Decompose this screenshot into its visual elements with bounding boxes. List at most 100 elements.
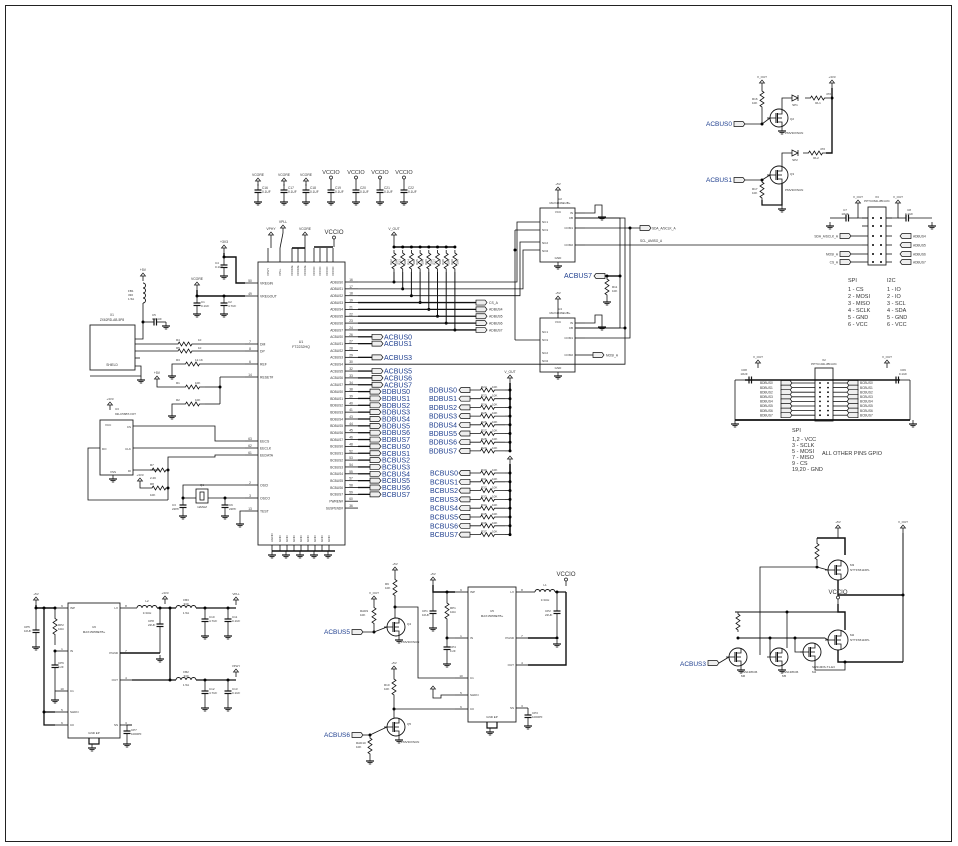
net-flag — [639, 225, 652, 231]
junction-dot — [392, 245, 396, 249]
ground-icon — [220, 272, 228, 280]
ground-icon — [32, 643, 40, 651]
net-flag-icon — [458, 505, 471, 512]
net-label-acbus5: ACBUS5 — [324, 629, 350, 636]
rail-label: +3V3 — [828, 75, 835, 79]
net-label: BDBUS3 — [429, 414, 457, 421]
cap-value: 0.01UF — [152, 317, 162, 321]
cap-ref: CP7 — [131, 728, 137, 732]
cap-ref: C21 — [384, 186, 390, 190]
pin-name: BDBUS1 — [330, 397, 343, 401]
connector-ref: X3 — [875, 195, 879, 199]
pin-name: ADBUS3 — [330, 301, 343, 305]
capacitor-icon — [280, 184, 288, 198]
transistor-part: NTTFS5116PL — [850, 568, 870, 572]
net-flag — [839, 251, 852, 257]
power-rail-icon — [301, 231, 309, 240]
wire — [394, 730, 400, 736]
pin-name: C0 — [470, 707, 474, 711]
ground-icon — [554, 372, 562, 380]
net-flag-icon — [371, 340, 384, 347]
resistor-value: 10K — [429, 259, 433, 264]
resistor-value: 10K — [752, 191, 757, 195]
ground-icon — [168, 412, 176, 420]
net-flag-icon — [458, 404, 471, 411]
rail-label: +3V3 — [220, 240, 228, 244]
pin-name: GND — [285, 535, 289, 543]
net-flag — [780, 412, 793, 419]
net-flag-icon — [458, 531, 471, 538]
net-flag — [458, 505, 471, 512]
pin-name: IN — [70, 649, 73, 653]
resistor-ref: R4 — [176, 338, 180, 342]
power-rail-icon — [854, 199, 862, 208]
cap-value: 22PF — [172, 507, 179, 511]
net-label-adbus7: ADBUS7 — [489, 328, 503, 332]
net-label-mosi: MOSI_A — [606, 354, 619, 358]
resistor-value: 10K — [438, 259, 442, 264]
pin-number: 16 — [349, 278, 353, 282]
pin-number: 36 — [349, 504, 353, 508]
net-flag-icon — [458, 478, 471, 485]
resistor-zigzag — [814, 538, 820, 565]
pin-name: SHDN — [70, 710, 79, 714]
pin-icon — [872, 261, 874, 263]
pin-number: 30 — [349, 360, 353, 364]
wire — [836, 630, 842, 637]
pin-name: BCBUS2 — [330, 458, 343, 462]
inductor-icon — [534, 589, 556, 593]
legend-item: 6 - VCC — [848, 322, 868, 328]
rail-label: VPLL — [232, 592, 240, 596]
pin-name: GND — [555, 366, 563, 370]
net-flag-icon — [458, 430, 471, 437]
cap-value: 0.1UF — [232, 691, 240, 695]
net-flag-icon — [780, 398, 793, 405]
resistor-ref: R34 — [481, 503, 487, 507]
terminal-icon — [564, 577, 568, 582]
junction-dot — [409, 245, 413, 249]
power-rail-icon — [354, 175, 358, 184]
cap-value: 1UF — [58, 665, 64, 669]
resistor-ref: R18 — [441, 259, 445, 265]
power-rail-icon — [554, 295, 562, 304]
junction-dot — [168, 606, 172, 610]
inductor-coil — [175, 677, 197, 681]
mosfet-icon — [726, 647, 748, 667]
resistor-icon — [470, 439, 505, 445]
resistor-ref: R26 — [481, 420, 487, 424]
net-flag-icon — [458, 522, 471, 529]
wire — [358, 241, 540, 297]
net-label: ADBUS5 — [913, 243, 926, 247]
pin-name: ACBUS7 — [330, 383, 343, 387]
pin-number: 6 — [61, 721, 63, 725]
resistor-icon — [399, 250, 406, 272]
resistor-zigzag — [470, 448, 505, 454]
wire — [781, 97, 792, 109]
wire — [718, 656, 730, 664]
pin-icon — [872, 217, 874, 219]
pin-name: BDBUS5 — [330, 424, 343, 428]
transistor-ref: Q3 — [790, 172, 794, 176]
net-flag — [371, 381, 384, 388]
power-rail-icon — [329, 175, 333, 184]
wire — [810, 643, 816, 649]
ground-icon — [376, 198, 384, 206]
net-flag — [351, 629, 364, 635]
analog-switch-u2 — [539, 207, 576, 263]
net-label: BDBUS4 — [760, 400, 773, 404]
net-flag — [899, 233, 912, 239]
ground-icon — [778, 127, 786, 135]
net-label-acbus7: ACBUS7 — [384, 382, 412, 389]
net-flag-icon — [369, 457, 382, 463]
terminal-icon — [354, 175, 358, 180]
cap-ref: C2 — [228, 300, 232, 304]
resistor-zigzag — [52, 608, 58, 645]
connector-ref: X2 — [822, 358, 826, 362]
pin-icon — [827, 409, 829, 412]
regulator-u5 — [467, 586, 517, 723]
ground-icon — [156, 655, 164, 663]
pin-name: CS — [127, 425, 131, 429]
net-label-acbus3: ACBUS3 — [384, 355, 412, 362]
net-flag-icon — [593, 273, 606, 279]
